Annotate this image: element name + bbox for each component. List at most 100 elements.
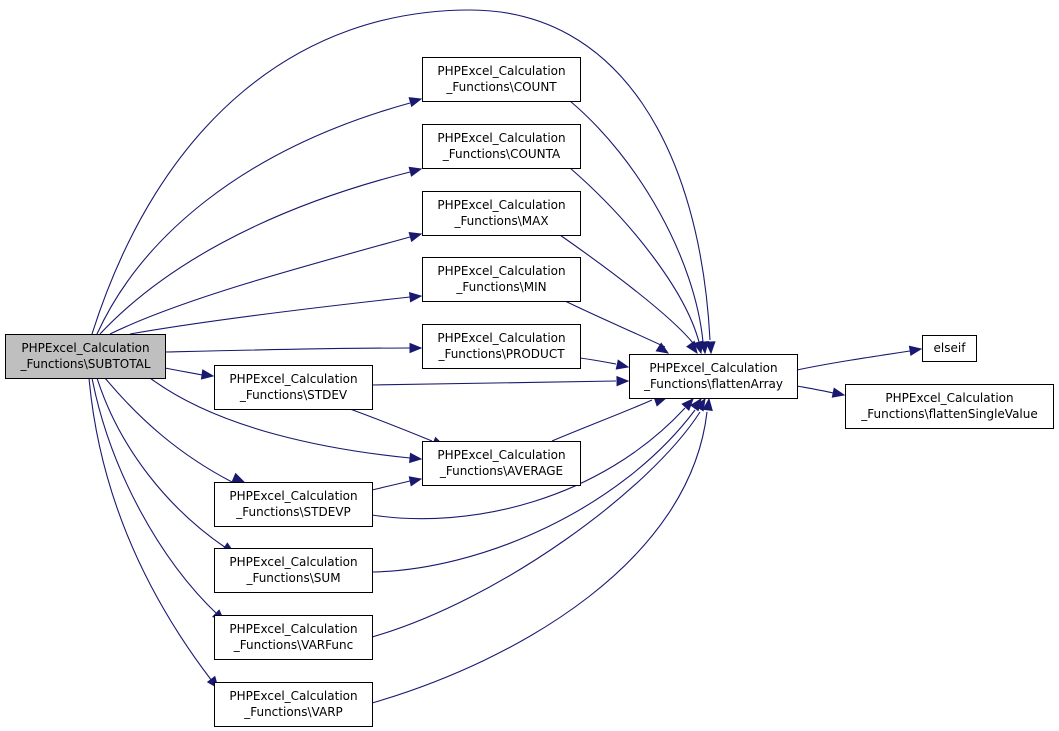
edge-subtotal-to-sum <box>96 377 236 554</box>
edge-subtotal-to-stdev <box>164 367 215 380</box>
node-box <box>422 324 581 369</box>
edge-subtotal-to-stdevp <box>104 377 246 483</box>
edge-line <box>559 234 694 344</box>
edge-line <box>551 399 653 442</box>
edge-flattenarray-to-elseif <box>796 345 923 371</box>
edge-line <box>564 300 666 348</box>
node-label-line: _Functions\AVERAGE <box>439 464 563 478</box>
node-varp[interactable]: PHPExcel_Calculation_Functions\VARP <box>214 682 373 727</box>
node-label-line: elseif <box>934 341 967 355</box>
edge-line <box>104 377 233 483</box>
edge-stdev-to-flattenarray <box>371 375 630 387</box>
node-flattenarray[interactable]: PHPExcel_Calculation _Functions\flattenAr… <box>629 354 798 399</box>
edge-line <box>569 100 704 343</box>
node-box <box>422 257 581 302</box>
edge-arrowhead <box>686 340 698 355</box>
node-elseif[interactable]: elseif <box>922 335 977 362</box>
edge-line <box>129 296 411 335</box>
node-varfunc[interactable]: PHPExcel_Calculation_Functions\VARFunc <box>214 615 373 660</box>
node-box <box>422 57 581 102</box>
node-box <box>922 335 977 362</box>
node-box <box>845 384 1054 429</box>
edge-varp-to-flattenarray <box>371 397 713 704</box>
edge-arrowhead <box>408 231 423 243</box>
node-box <box>5 334 166 379</box>
edges-layer <box>88 9 923 704</box>
edge-subtotal-to-count <box>96 97 423 335</box>
edge-line <box>349 408 433 442</box>
edge-arrowhead <box>702 397 713 412</box>
node-max[interactable]: PHPExcel_Calculation_Functions\MAX <box>422 191 581 236</box>
edge-line <box>88 377 213 682</box>
edge-average-to-flattenarray <box>551 396 668 442</box>
node-label-line: _Functions\STDEVP <box>235 505 351 519</box>
edge-product-to-flattenarray <box>579 357 630 370</box>
edge-max-to-flattenarray <box>559 234 698 355</box>
node-label-line: PHPExcel_Calculation <box>437 131 565 145</box>
node-box <box>422 191 581 236</box>
edge-line <box>96 377 227 549</box>
node-label-line: _Functions\flattenArray <box>643 377 783 391</box>
edge-arrowhead <box>409 342 423 354</box>
node-average[interactable]: PHPExcel_Calculation _Functions\AVERAGE <box>422 441 581 486</box>
node-label-line: _Functions\SUM <box>245 571 340 585</box>
node-flattensinglevalue[interactable]: PHPExcel_Calculation_Functions\flattenSi… <box>845 384 1054 429</box>
node-box <box>422 124 581 169</box>
node-box <box>629 354 798 399</box>
node-sum[interactable]: PHPExcel_Calculation _Functions\SUM <box>214 548 373 593</box>
edge-line <box>371 380 617 386</box>
edge-arrowhead <box>681 398 694 412</box>
node-subtotal[interactable]: PHPExcel_Calculation_Functions\SUBTOTAL <box>5 334 166 379</box>
edge-line <box>109 236 411 335</box>
node-box <box>214 548 373 593</box>
edge-line <box>91 9 711 341</box>
edge-line <box>99 171 411 335</box>
node-box <box>214 682 373 727</box>
nodes-layer: PHPExcel_Calculation_Functions\SUBTOTAL P… <box>5 57 1054 727</box>
edge-line <box>371 411 708 704</box>
node-label-line: PHPExcel_Calculation <box>437 448 565 462</box>
edge-line <box>96 102 411 335</box>
edge-count-to-flattenarray <box>569 100 709 355</box>
edge-stdev-to-average <box>349 408 446 447</box>
node-label-line: PHPExcel_Calculation <box>437 331 565 345</box>
node-label-line: PHPExcel_Calculation <box>649 361 777 375</box>
node-counta[interactable]: PHPExcel_Calculation _Functions\COUNTA <box>422 124 581 169</box>
node-label-line: PHPExcel_Calculation <box>229 372 357 386</box>
node-label-line: _Functions\PRODUCT <box>437 347 565 361</box>
edge-line <box>579 357 617 365</box>
node-min[interactable]: PHPExcel_Calculation_Functions\MIN <box>422 257 581 302</box>
edge-line <box>91 377 219 616</box>
node-label-line: PHPExcel_Calculation <box>229 622 357 636</box>
edge-arrowhead <box>705 341 716 355</box>
node-box <box>214 365 373 410</box>
node-label-line: PHPExcel_Calculation <box>437 64 565 78</box>
node-label-line: PHPExcel_Calculation <box>437 198 565 212</box>
node-box <box>422 441 581 486</box>
node-product[interactable]: PHPExcel_Calculation _Functions\PRODUCT <box>422 324 581 369</box>
edge-arrowhead <box>408 476 423 487</box>
node-stdevp[interactable]: PHPExcel_Calculation_Functions\STDEVP <box>214 482 373 527</box>
edge-arrowhead <box>408 97 423 108</box>
node-label-line: _Functions\STDEV <box>239 388 348 402</box>
node-label-line: PHPExcel_Calculation <box>229 689 357 703</box>
node-label-line: _Functions\COUNT <box>445 80 557 94</box>
edge-stdevp-to-flattenarray <box>371 398 694 520</box>
edge-arrowhead <box>693 340 704 355</box>
node-count[interactable]: PHPExcel_Calculation _Functions\COUNT <box>422 57 581 102</box>
node-box <box>214 482 373 527</box>
edge-arrowhead <box>409 292 423 303</box>
edge-subtotal-to-flattenarray <box>91 9 716 355</box>
edge-subtotal-to-counta <box>99 166 423 335</box>
node-stdev[interactable]: PHPExcel_Calculation _Functions\STDEV <box>214 365 373 410</box>
edge-varfunc-to-flattenarray <box>371 397 706 638</box>
edge-arrowhead <box>231 472 246 483</box>
node-label-line: PHPExcel_Calculation <box>885 391 1013 405</box>
edge-arrowhead <box>200 369 215 380</box>
node-label-line: PHPExcel_Calculation <box>229 555 357 569</box>
node-label-line: _Functions\COUNTA <box>442 147 561 161</box>
edge-stdevp-to-average <box>371 476 423 491</box>
edge-subtotal-to-average <box>149 377 423 464</box>
edge-line <box>371 480 411 491</box>
